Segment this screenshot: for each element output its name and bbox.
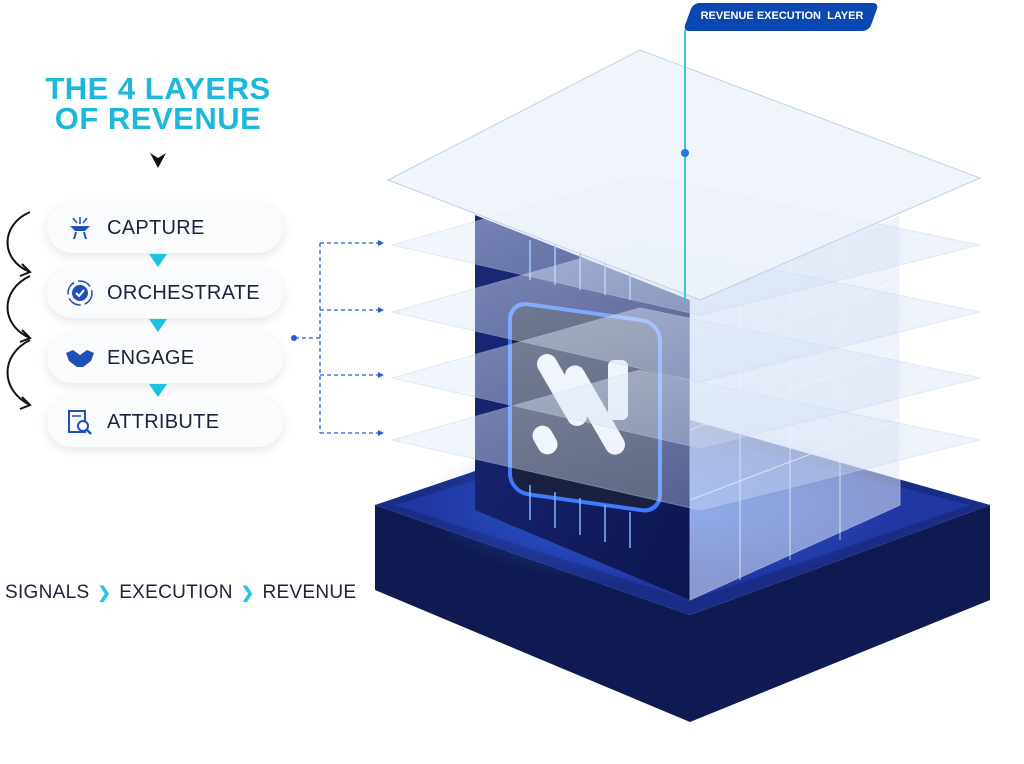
flow-step-signals: SIGNALS: [5, 582, 90, 603]
dashed-connectors: [295, 242, 378, 434]
curved-arrows: [6, 211, 32, 410]
gear-check-icon: [65, 278, 95, 308]
funnel-icon: [65, 213, 95, 243]
flow-step-execution: EXECUTION: [119, 582, 233, 603]
layer-label: ORCHESTRATE: [107, 281, 260, 304]
title-line-1: THE 4 LAYERS: [45, 71, 271, 106]
chevron-down-icon: [150, 153, 166, 168]
layer-capture: CAPTURE: [47, 203, 283, 253]
down-arrow-icon: [149, 254, 167, 267]
title-line-2: OF REVENUE: [54, 101, 262, 136]
revenue-execution-layer-tag: REVENUE EXECUTION LAYER: [700, 10, 864, 22]
signal-flow: SIGNALS ❯ EXECUTION ❯ REVENUE: [5, 582, 356, 604]
layer-attribute: ATTRIBUTE: [47, 397, 283, 447]
report-search-icon: [65, 407, 95, 437]
down-arrow-icon: [149, 319, 167, 332]
chevron-right-icon: ❯: [97, 585, 112, 602]
layer-orchestrate: ORCHESTRATE: [47, 268, 283, 318]
flow-step-revenue: REVENUE: [262, 582, 357, 603]
layer-engage: ENGAGE: [47, 333, 283, 383]
layer-label: ATTRIBUTE: [107, 410, 220, 433]
handshake-icon: [65, 343, 95, 373]
layer-label: ENGAGE: [107, 346, 195, 369]
down-arrow-icon: [149, 384, 167, 397]
chevron-right-icon: ❯: [240, 585, 255, 602]
layer-label: CAPTURE: [107, 216, 205, 239]
